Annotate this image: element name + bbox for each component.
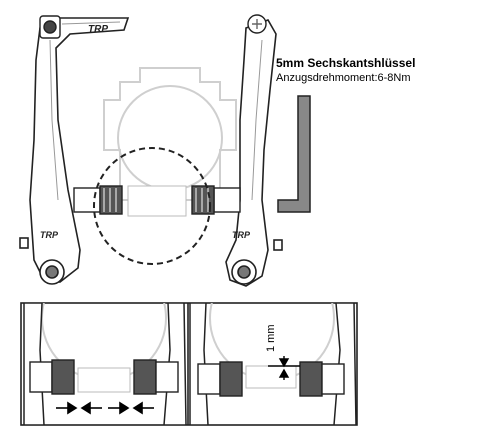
rim-section (127, 185, 187, 217)
left-brake-arm (19, 17, 130, 285)
hub-outline (103, 67, 237, 201)
callout-title: 5mm Sechskantshlüssel (276, 56, 416, 70)
pad-holder-right (191, 185, 241, 215)
hex-key-icon (277, 95, 311, 213)
bolt-head (247, 14, 267, 34)
right-brake-arm (225, 19, 283, 287)
pad-holder-left (73, 185, 123, 215)
detail-left (23, 303, 187, 425)
adjust-arrow-icon (56, 401, 154, 415)
gap-label: 1 mm (265, 325, 277, 353)
brand-logo-right: TRP (232, 230, 251, 240)
brand-logo-left: TRP (40, 230, 59, 240)
callout-subtitle: Anzugsdrehmoment:6-8Nm (276, 72, 411, 84)
gap-arrow-icon (268, 356, 300, 380)
brand-logo-top: TRP (88, 24, 108, 35)
cable-clamp (39, 15, 61, 39)
focus-circle (93, 147, 211, 265)
detail-right (189, 303, 357, 425)
